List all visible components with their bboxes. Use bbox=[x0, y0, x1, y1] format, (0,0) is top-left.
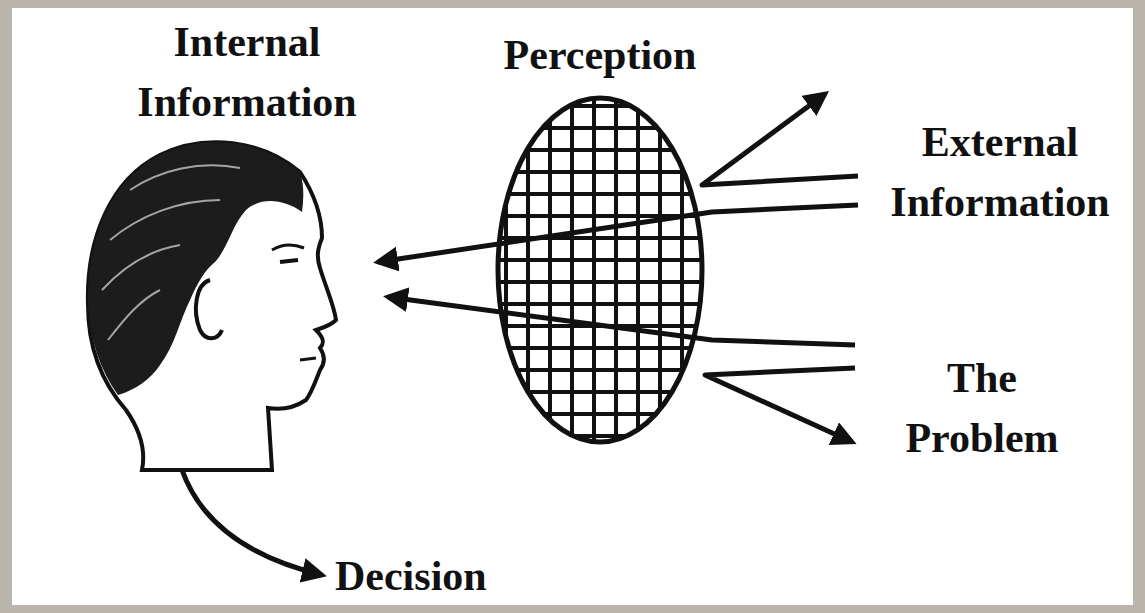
head-figure bbox=[88, 142, 336, 470]
perception-filter: Perception bbox=[495, 95, 705, 445]
mouth bbox=[300, 358, 316, 360]
deflected-arrow bbox=[702, 94, 858, 185]
hair bbox=[88, 142, 303, 395]
diagram-label: External Information bbox=[865, 112, 1135, 232]
diagram-label: Internal Information bbox=[97, 12, 397, 132]
incoming-arrow bbox=[388, 297, 855, 345]
deflected-arrow bbox=[705, 368, 855, 442]
node-heading: Perception bbox=[435, 25, 765, 85]
panel bbox=[12, 8, 1133, 605]
information-arrows bbox=[182, 94, 858, 575]
decision-arrow bbox=[182, 470, 322, 575]
brow bbox=[272, 245, 304, 250]
ear bbox=[196, 280, 222, 338]
diagram-label: Decision bbox=[335, 546, 595, 606]
eye bbox=[280, 260, 298, 262]
head-outline bbox=[88, 142, 336, 470]
diagram-label: The Problem bbox=[882, 348, 1082, 468]
grid-ellipse bbox=[495, 95, 705, 445]
